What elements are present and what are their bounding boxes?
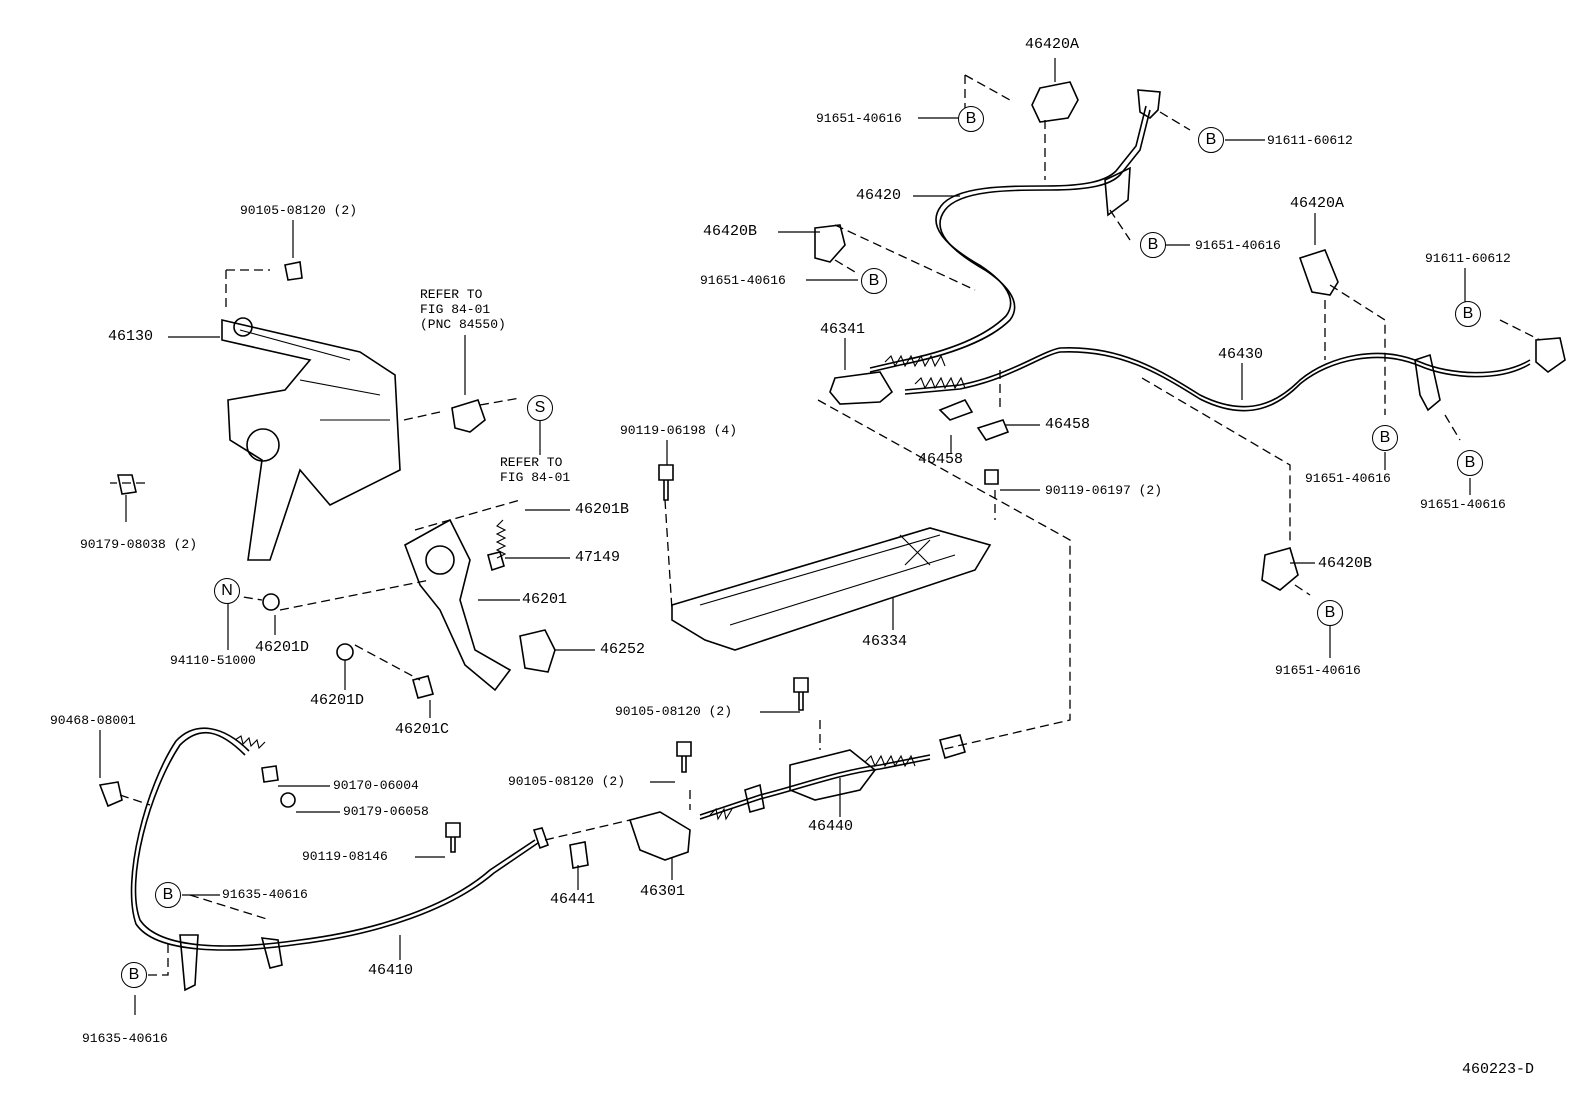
part-label: 47149 (575, 549, 621, 566)
part-label: 91651-40616 (700, 273, 786, 288)
part-label: 46201 (522, 591, 568, 608)
part-label: 46201D (310, 692, 365, 709)
b-symbol: B (1455, 301, 1481, 327)
part-label: 46420B (703, 223, 758, 240)
springs (234, 354, 966, 821)
part-label: 90119-06197 (2) (1045, 483, 1163, 498)
b-symbol: B (1457, 450, 1483, 476)
part-label: 91611-60612 (1267, 133, 1353, 148)
s-symbol: S (527, 395, 553, 421)
part-label: 90105-08120 (2) (508, 774, 626, 789)
b-symbol: B (1140, 232, 1166, 258)
part-label: 90105-08120 (2) (240, 203, 358, 218)
part-label: 46420B (1318, 555, 1373, 572)
part-label: 91651-40616 (1420, 497, 1506, 512)
part-label: 46458 (1045, 416, 1091, 433)
part-label: 46252 (600, 641, 646, 658)
part-label: 90119-08146 (302, 849, 388, 864)
part-label: 46201B (575, 501, 630, 518)
part-label: 91611-60612 (1425, 251, 1511, 266)
leader-lines (99, 58, 1471, 1015)
part-label: 46420A (1290, 195, 1345, 212)
part-label: 46301 (640, 883, 686, 900)
part-label: 46201C (395, 721, 450, 738)
part-label: 90105-08120 (2) (615, 704, 733, 719)
part-label: 46410 (368, 962, 414, 979)
part-label: 46130 (108, 328, 154, 345)
part-label: 91651-40616 (1275, 663, 1361, 678)
refer-note: REFER TO FIG 84-01 (PNC 84550) (420, 287, 506, 332)
part-label: 90119-06198 (4) (620, 423, 738, 438)
part-label: 91635-40616 (222, 887, 308, 902)
b-symbol: B (1198, 127, 1224, 153)
cables (130, 105, 1531, 951)
part-label: 91651-40616 (1305, 471, 1391, 486)
part-label: 91635-40616 (82, 1031, 168, 1046)
part-label: 46441 (550, 891, 596, 908)
b-symbol: B (1372, 425, 1398, 451)
part-label: 46334 (862, 633, 908, 650)
part-label: 46420A (1025, 36, 1080, 53)
part-label: 90468-08001 (50, 713, 136, 728)
part-label: 46420 (856, 187, 902, 204)
part-label: 46341 (820, 321, 866, 338)
b-symbol: B (155, 882, 181, 908)
part-label: 94110-51000 (170, 653, 256, 668)
part-label: 46458 (918, 451, 964, 468)
diagram-id: 460223-D (1462, 1061, 1535, 1078)
dashed-guide-lines (110, 74, 1541, 976)
n-symbol: N (214, 578, 240, 604)
refer-note: REFER TO FIG 84-01 (500, 455, 571, 485)
b-symbol: B (1317, 600, 1343, 626)
part-label: 90179-08038 (2) (80, 537, 198, 552)
parts (98, 81, 1566, 992)
b-symbol: B (121, 962, 147, 988)
part-label: 46440 (808, 818, 854, 835)
part-label: 91651-40616 (1195, 238, 1281, 253)
part-label: 46201D (255, 639, 310, 656)
part-label: 90170-06004 (333, 778, 419, 793)
b-symbol: B (861, 268, 887, 294)
b-symbol: B (958, 106, 984, 132)
part-label: 46430 (1218, 346, 1264, 363)
part-label: 91651-40616 (816, 111, 902, 126)
part-label: 90179-06058 (343, 804, 429, 819)
